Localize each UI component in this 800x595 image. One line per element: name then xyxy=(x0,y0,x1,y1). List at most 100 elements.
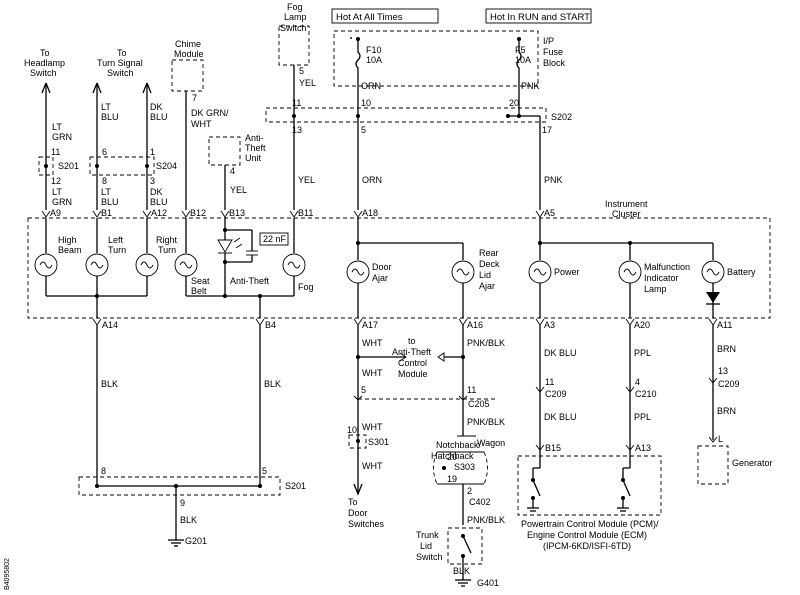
s303-bracket xyxy=(433,451,488,485)
pin-a20: A20 xyxy=(634,320,650,330)
pin-12: 12 xyxy=(51,176,61,186)
splice-dot xyxy=(223,294,227,298)
fog-switch-l2: Lamp xyxy=(284,12,307,22)
generator-label: Generator xyxy=(732,458,773,468)
wire-lt-grn-l1: LT xyxy=(52,122,62,132)
pin-11c: 11 xyxy=(467,385,476,395)
pin-arrow xyxy=(289,210,299,218)
pin-arrow xyxy=(535,386,545,393)
wire-yel-fog-top: YEL xyxy=(299,78,316,88)
rear-deck-l4: Ajar xyxy=(479,281,495,291)
wire-dkgrnwht-l1: DK GRN/ xyxy=(191,108,229,118)
pin-arrow xyxy=(255,318,265,326)
svg-text:Switches: Switches xyxy=(348,519,385,529)
lamps-middle xyxy=(174,218,306,318)
splice-dot xyxy=(356,439,360,443)
pin-10b: 10 xyxy=(347,425,357,435)
lamp-filament xyxy=(706,268,720,276)
battery-diode xyxy=(706,292,720,303)
pin-19: 19 xyxy=(447,474,457,484)
turn-signal-switch-dest: To Turn Signal Switch xyxy=(97,48,143,78)
pin-5c: 5 xyxy=(361,385,366,395)
splice-dot xyxy=(223,260,227,264)
wire-dk-blu-b1: DK xyxy=(150,187,163,197)
fuse-f5 xyxy=(516,39,522,110)
pin-6: 6 xyxy=(102,147,107,157)
wire-pnk-label: PNK xyxy=(544,175,563,185)
trunk-l2: Lid xyxy=(420,541,432,551)
pin-4: 4 xyxy=(230,166,235,176)
svg-text:Door: Door xyxy=(348,508,368,518)
s204-label: S204 xyxy=(156,161,177,171)
pin-7: 7 xyxy=(192,93,197,103)
cluster-l1: Instrument xyxy=(605,199,648,209)
svg-text:To: To xyxy=(117,48,127,58)
pin-arrow xyxy=(625,318,635,326)
pin-b12: B12 xyxy=(190,208,206,218)
pin-5-fog: 5 xyxy=(299,66,304,76)
svg-text:Headlamp: Headlamp xyxy=(24,58,65,68)
lamp-filament xyxy=(287,261,301,269)
pin-arrow xyxy=(625,386,635,393)
instrument-cluster xyxy=(27,217,771,319)
pin-b13: B13 xyxy=(229,208,245,218)
arrow-up xyxy=(92,82,102,94)
battery-label: Battery xyxy=(727,267,756,277)
anti-theft-control-dest: to Anti-Theft Control Module xyxy=(392,336,432,379)
svg-text:To: To xyxy=(348,497,358,507)
chime-l2: Module xyxy=(174,49,204,59)
pcm-label: Powertrain Control Module (PCM)/ Engine … xyxy=(521,519,659,551)
svg-text:Fuse: Fuse xyxy=(543,47,563,57)
arrow-up xyxy=(142,82,152,94)
fuse-block-label: I/P Fuse Block xyxy=(543,36,566,68)
hot-in-run-start-text: Hot In RUN and START xyxy=(490,12,590,23)
side-code: B4095802 xyxy=(4,558,11,590)
high-beam-l1: High xyxy=(58,235,77,245)
pin-a5: A5 xyxy=(544,208,555,218)
wire-orn-top: ORN xyxy=(361,81,381,91)
s301-label: S301 xyxy=(368,437,389,447)
hot-at-all-times-label: Hot At All Times xyxy=(331,8,439,24)
wire-wht-label4: WHT xyxy=(362,461,383,471)
pin-arrow xyxy=(353,395,363,401)
door-ajar-l1: Door xyxy=(372,262,392,272)
pcm-module xyxy=(517,455,662,516)
wire-yel-fog-label: YEL xyxy=(298,175,315,185)
wire-yel-atu-label: YEL xyxy=(230,185,247,195)
wire-wht-label3: WHT xyxy=(362,422,383,432)
s201-top-label: S201 xyxy=(58,161,79,171)
svg-text:Anti-Theft: Anti-Theft xyxy=(392,347,432,357)
wire-dk-blu-b2: BLU xyxy=(150,197,168,207)
splice-dot xyxy=(145,164,149,168)
headlamp-switch-dest: To Headlamp Switch xyxy=(24,48,65,78)
fog-label: Fog xyxy=(298,282,314,292)
svg-text:Powertrain Control Module (PCM: Powertrain Control Module (PCM)/ xyxy=(521,519,659,529)
generator xyxy=(697,445,729,485)
ground-g401-icon xyxy=(455,579,471,587)
pin-arrow xyxy=(41,210,51,218)
lamp-filament xyxy=(140,261,154,269)
pin-arrow xyxy=(353,318,363,326)
splice-dot xyxy=(44,164,48,168)
pin-1: 1 xyxy=(150,147,155,157)
s202-splice xyxy=(265,107,547,123)
switch-blade xyxy=(532,479,541,497)
arrow-right xyxy=(399,352,407,362)
s204-splice xyxy=(89,156,155,176)
pin-10: 10 xyxy=(361,98,371,108)
pin-8b: 8 xyxy=(101,466,106,476)
c402-label: C402 xyxy=(469,497,491,507)
chime-module xyxy=(171,59,204,92)
switch-blade xyxy=(622,479,631,497)
wire-lt-grn-b1: LT xyxy=(52,187,62,197)
svg-text:(IPCM-6KD/ISFI-6TD): (IPCM-6KD/ISFI-6TD) xyxy=(543,541,631,551)
splice-dot xyxy=(442,466,446,470)
capacitor-label: 22 nF xyxy=(263,234,287,244)
pin-11: 11 xyxy=(292,98,301,108)
left-turn-l2: Turn xyxy=(108,245,126,255)
pin-a16: A16 xyxy=(467,320,483,330)
pin-arrow xyxy=(535,210,545,218)
door-switches-dest: To Door Switches xyxy=(348,497,385,529)
fuse-f10-rating: 10A xyxy=(366,55,382,65)
pin-arrow xyxy=(142,210,152,218)
